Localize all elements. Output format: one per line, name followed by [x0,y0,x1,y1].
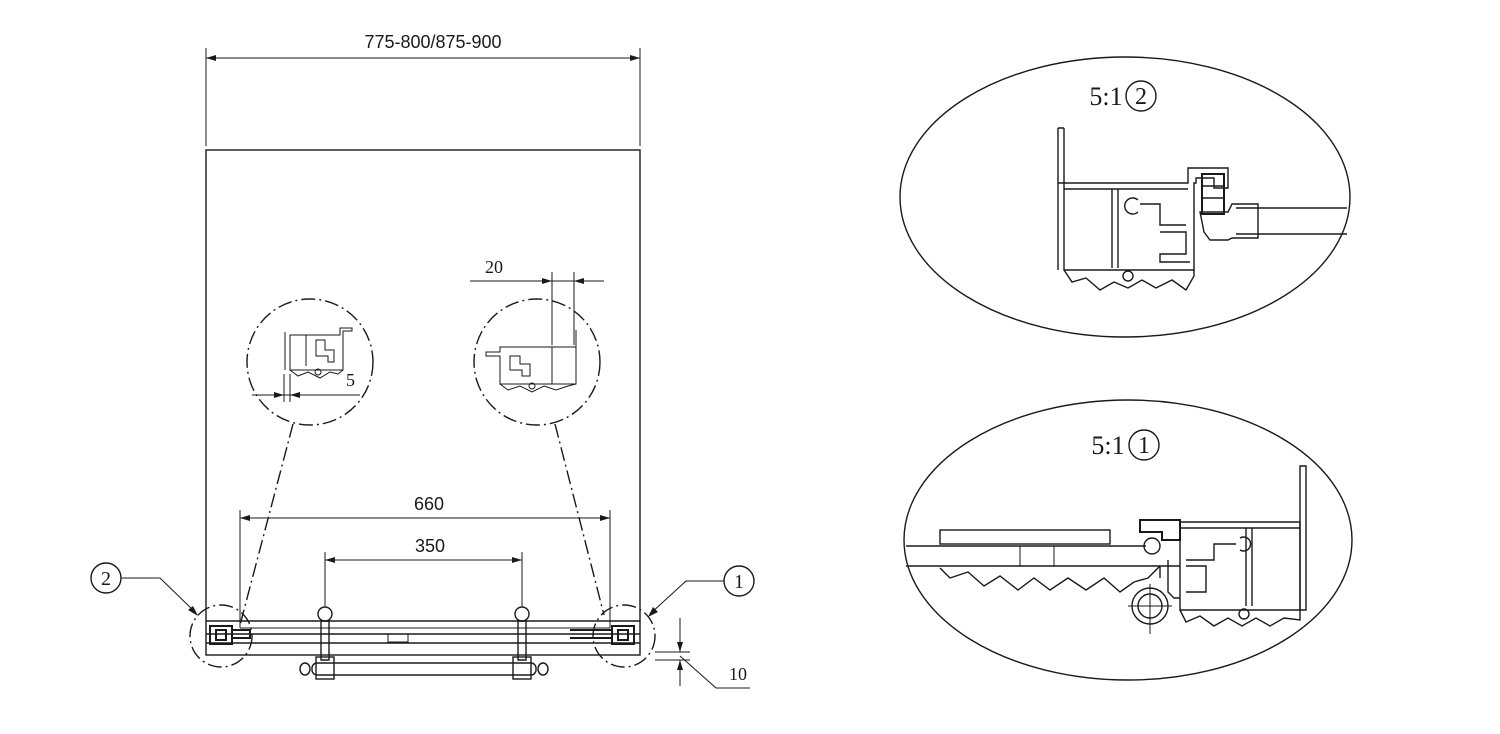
dim-350-label: 350 [415,536,445,556]
corner-detail-right [592,604,656,668]
dim-350: 350 [324,536,523,606]
detail-1-number: 1 [1138,433,1150,459]
callout-2-number: 2 [101,568,111,590]
callout-1-number: 1 [734,571,744,593]
bottom-rail [206,606,640,680]
overall-width-label: 775-800/875-900 [364,32,501,52]
detail-2-view: 5:1 2 [899,56,1351,338]
detail-1-scale: 5:1 [1091,431,1124,460]
plan-view: 775-800/875-900 5 20 [90,32,755,689]
detail-2-number: 2 [1135,84,1147,110]
dim-660-label: 660 [414,494,444,514]
detail-2-scale: 5:1 [1089,82,1122,111]
corner-detail-left [189,604,253,668]
dim-10-label: 10 [729,664,747,684]
dim-660: 660 [239,494,611,628]
callout-1: 1 [648,565,755,617]
detail-circle-5: 5 [246,298,374,426]
overall-width-dimension: 775-800/875-900 [205,32,641,146]
dim-20-label: 20 [485,257,503,277]
enclosure-outline [205,149,641,656]
detail-1-view: 5:1 1 [903,399,1353,681]
detail-circle-20: 20 [470,257,604,426]
dim-5-label: 5 [346,370,355,390]
callout-2: 2 [90,562,198,616]
dim-10: 10 [655,618,750,689]
